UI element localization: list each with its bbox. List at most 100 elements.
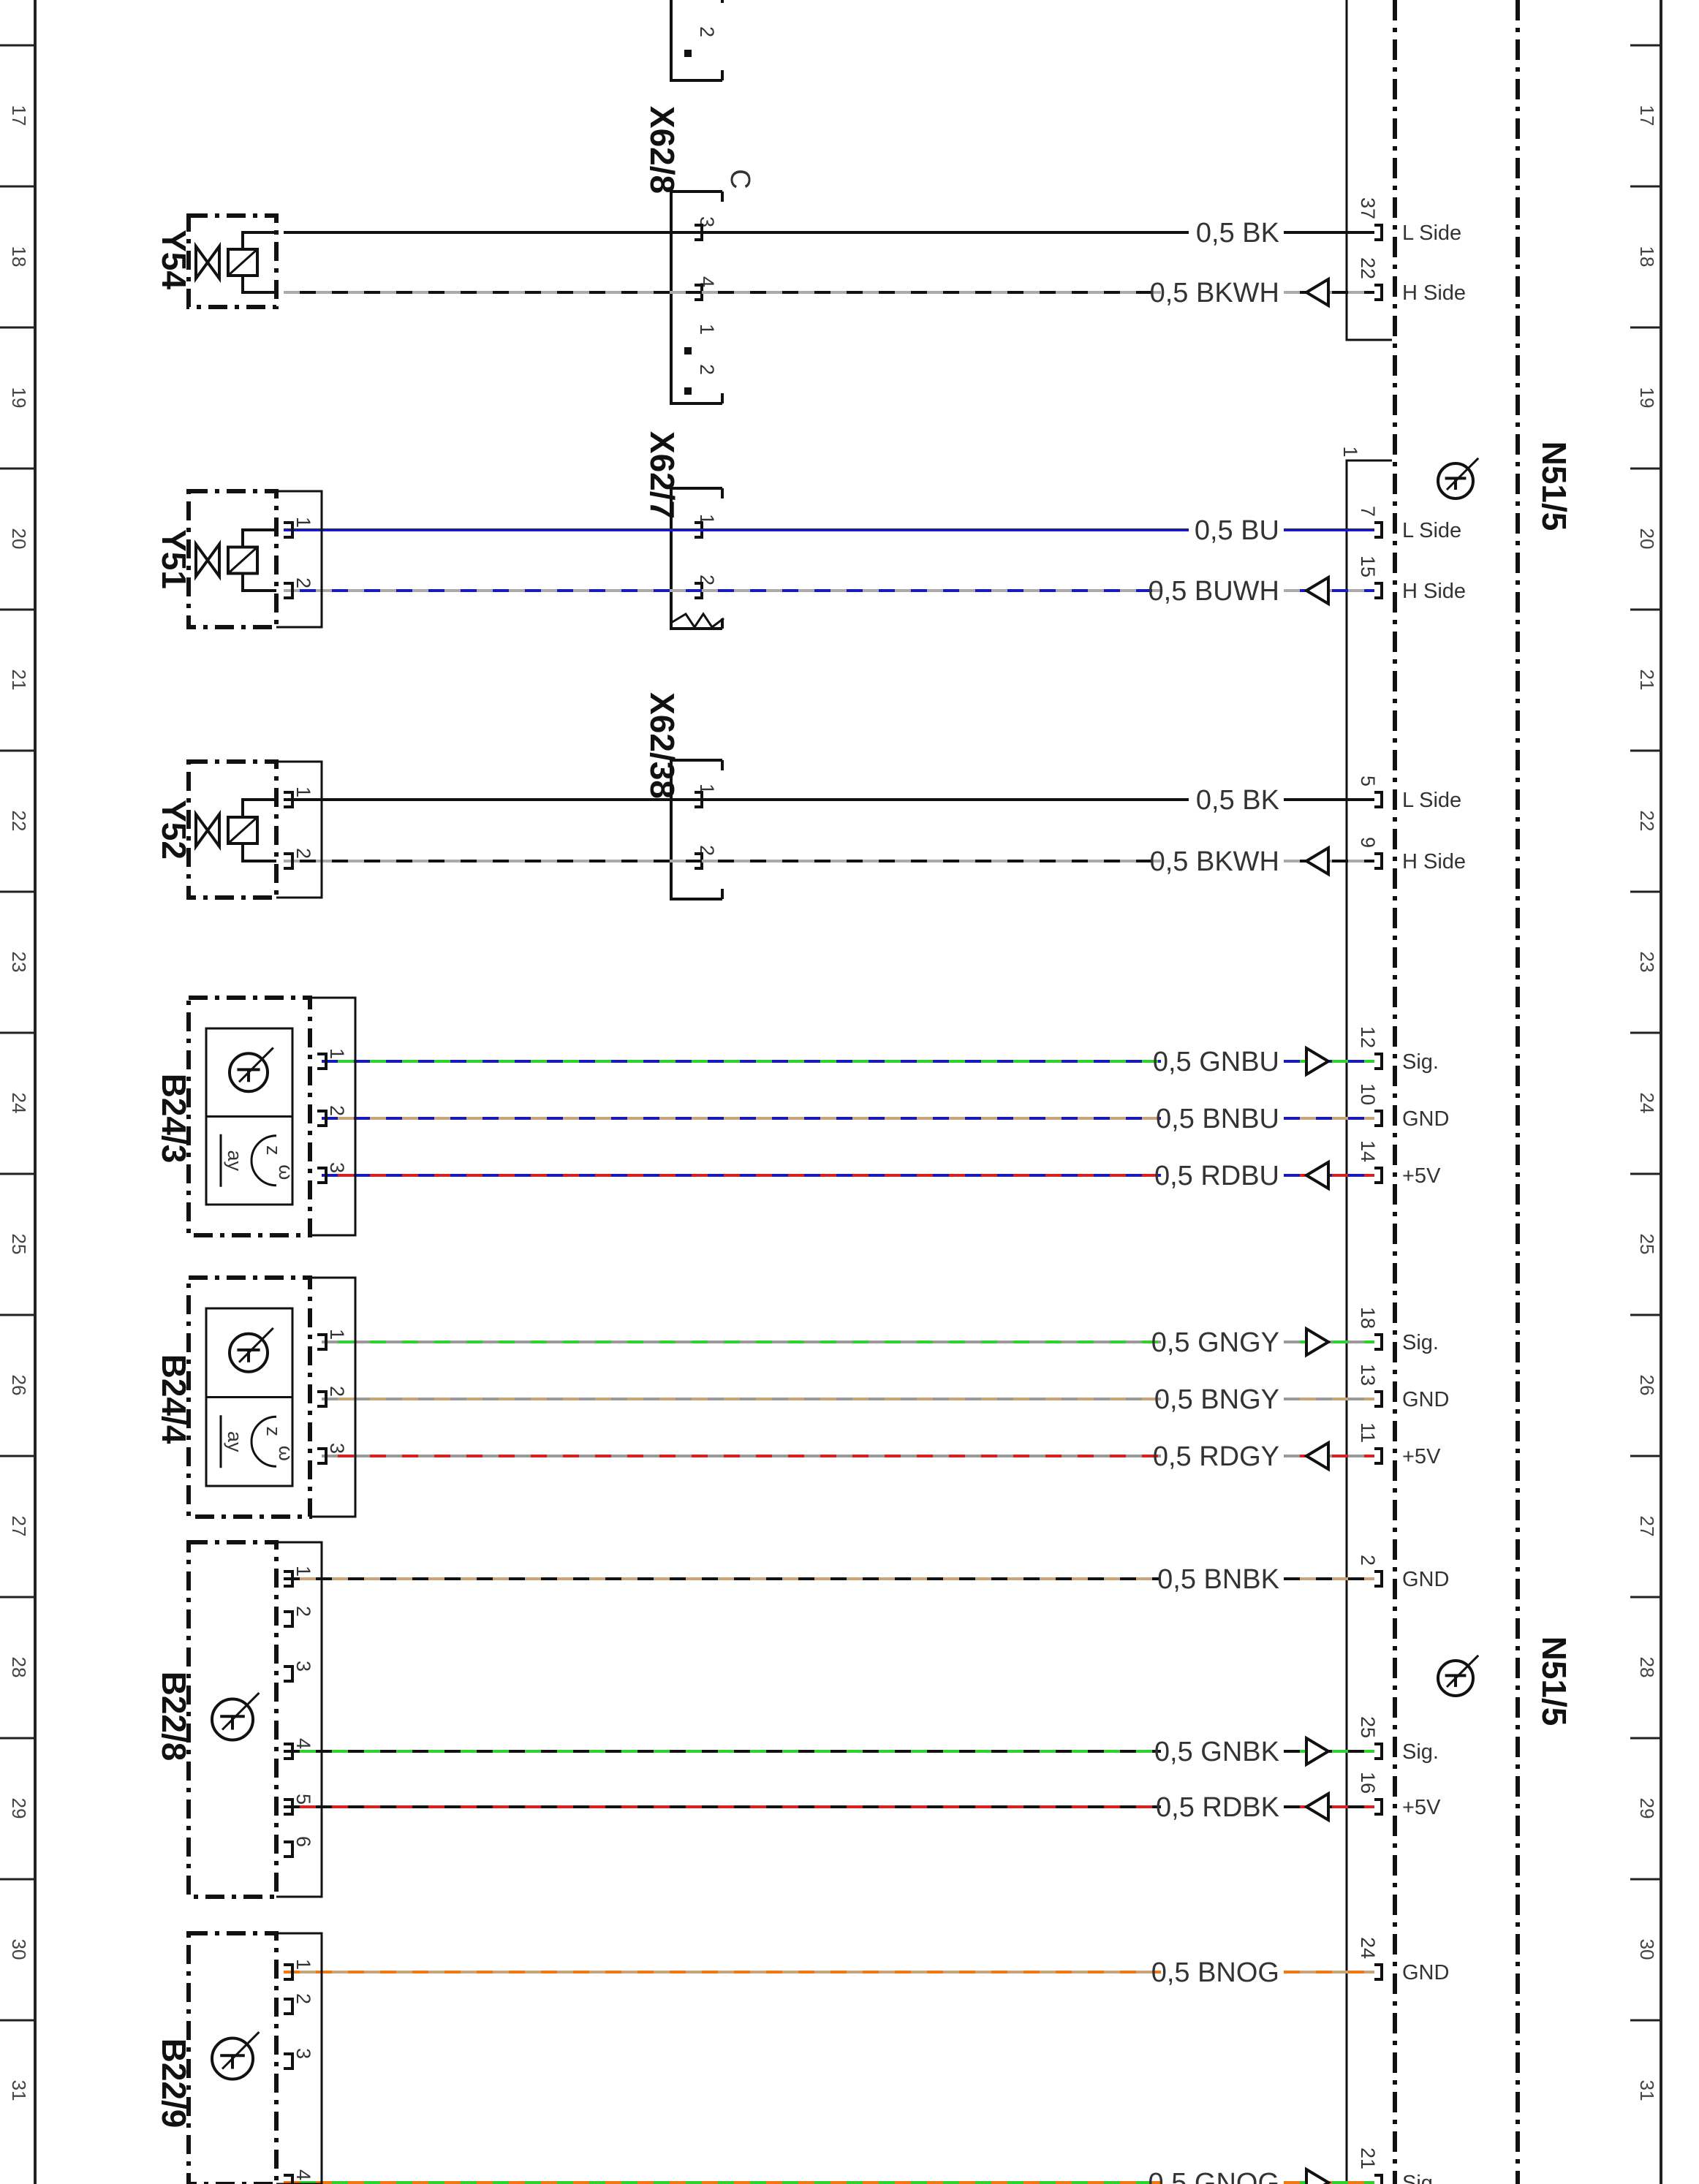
component-terminal — [284, 521, 294, 539]
component-pin-bracket — [310, 996, 357, 1237]
grid-row-number: 23 — [1636, 952, 1658, 973]
component-outline — [186, 213, 279, 309]
wire-arrow-right-icon — [1305, 1735, 1331, 1767]
component-terminal — [284, 2174, 294, 2184]
yaw-rotation-icon — [250, 1415, 277, 1468]
grid-row-number: 27 — [8, 1516, 30, 1537]
valve-lead — [241, 276, 276, 294]
wire-arrow-right-icon — [1305, 1045, 1331, 1077]
sensor-slash — [1445, 457, 1480, 491]
module-pin-function: GND — [1402, 1568, 1449, 1591]
grid-row-number: 18 — [1636, 246, 1658, 268]
height-sensor-icon — [211, 2031, 260, 2081]
wire-label: 0,5 BKWH — [1150, 278, 1279, 308]
grid-row-number: 18 — [8, 246, 30, 268]
module-pin-function: +5V — [1402, 1164, 1441, 1188]
grid-row-number: 17 — [1636, 105, 1658, 126]
component-outline — [186, 489, 279, 629]
connector-id: X62/7 — [643, 431, 681, 519]
module-id: N51/5 — [1535, 441, 1573, 531]
sensor-circle — [228, 1052, 269, 1093]
accel-sensor-icon — [228, 1047, 274, 1093]
component-terminal — [317, 1390, 328, 1408]
component-pin-number: 1 — [326, 1329, 348, 1340]
component-pin-bracket — [310, 1276, 357, 1518]
component-pin-number: 2 — [292, 1993, 314, 2004]
component-outline — [186, 1275, 312, 1519]
grid-row-number: 27 — [1636, 1516, 1658, 1537]
grid-row-number: 31 — [8, 2080, 30, 2101]
module-pin-function: GND — [1402, 1107, 1449, 1131]
connector-break-mark — [670, 612, 724, 629]
z-label: z — [262, 1145, 284, 1156]
valve-lead — [241, 528, 276, 547]
module-pin-function: Sig. — [1402, 1050, 1439, 1074]
wire-arrow-left-icon — [1303, 1159, 1330, 1191]
module-pin-number: 5 — [1357, 776, 1379, 786]
connector-housing — [670, 0, 722, 82]
sensor-slash — [238, 1327, 274, 1363]
grid-row-number: 29 — [8, 1798, 30, 1819]
wire-label: 0,5 BNBU — [1156, 1104, 1279, 1134]
solenoid-diag — [227, 248, 259, 277]
grid-row-number: 26 — [8, 1375, 30, 1396]
yaw-rotation-icon — [250, 1134, 277, 1187]
module-pin-function: +5V — [1402, 1445, 1441, 1468]
component-outline — [186, 996, 312, 1237]
module-id: N51/5 — [1535, 1637, 1573, 1726]
component-terminal — [284, 791, 294, 808]
wire-label: 0,5 GNGY — [1151, 1327, 1279, 1358]
sensor-circle — [211, 1697, 254, 1742]
component-outline — [186, 759, 279, 900]
grid-row-number: 21 — [8, 670, 30, 691]
component-terminal — [284, 1798, 294, 1816]
component-terminal — [284, 1665, 294, 1683]
component-pin-number: 2 — [326, 1386, 348, 1397]
module-terminal — [1374, 1110, 1383, 1127]
grid-row-number: 28 — [8, 1657, 30, 1678]
valve-lead — [241, 843, 276, 862]
wire-label: 0,5 RDBU — [1154, 1161, 1279, 1191]
component-pin-bracket — [276, 760, 323, 899]
connector-bar-top — [1345, 0, 1392, 341]
module-pin-function: L Side — [1402, 789, 1461, 812]
module-accel-icon — [1437, 457, 1480, 500]
valve-lead — [241, 231, 276, 249]
module-terminal — [1374, 791, 1383, 808]
module-terminal — [1374, 284, 1383, 301]
sensor-circle — [1437, 462, 1475, 500]
module-terminal — [1374, 1390, 1383, 1408]
grid-row-number: 25 — [1636, 1234, 1658, 1255]
module-pin-number: 7 — [1357, 506, 1379, 517]
grid-row-number: 23 — [8, 952, 30, 973]
module-terminal — [1374, 224, 1383, 241]
component-pin-number: 1 — [292, 1959, 314, 1970]
module-pin-number: 13 — [1357, 1364, 1379, 1386]
grid-row-number: 29 — [1636, 1798, 1658, 1819]
sensor-slash — [1445, 1654, 1480, 1688]
component-pin-number: 4 — [292, 2169, 314, 2180]
wire-arrow-right-icon — [1305, 2166, 1331, 2184]
module-pin-number: 2 — [1357, 1555, 1379, 1566]
connector-top: 2 — [670, 0, 724, 82]
component-terminal — [317, 1110, 328, 1127]
component-id: Y52 — [155, 800, 193, 860]
module-pin-number: 22 — [1357, 257, 1379, 279]
module-terminal — [1374, 852, 1383, 870]
module-corner-pin: 1 — [1339, 446, 1361, 457]
grid-row-number: 30 — [1636, 1939, 1658, 1960]
component-y54: Y54 — [155, 213, 279, 309]
valve-lead — [241, 798, 276, 817]
sensor-circle — [1437, 1659, 1475, 1697]
